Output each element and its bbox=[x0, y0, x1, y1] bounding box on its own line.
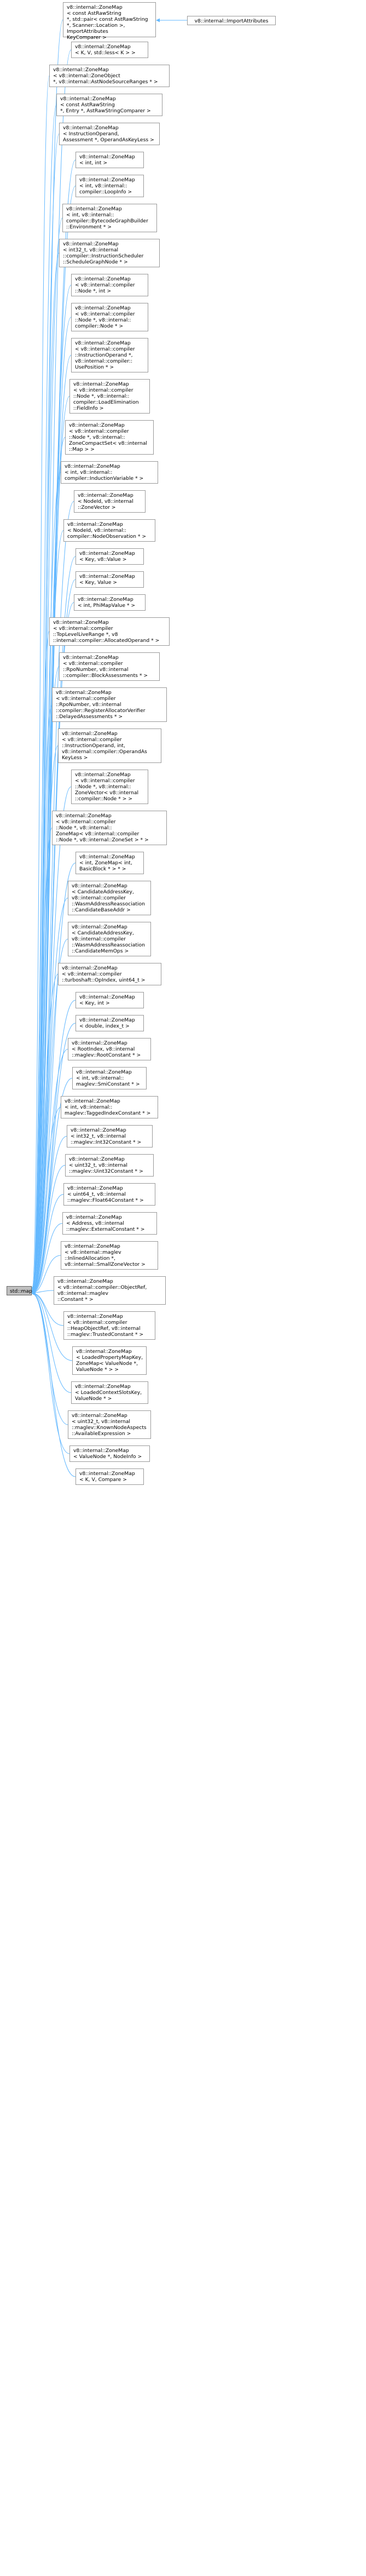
edge-zonemap-to-std-map bbox=[32, 1292, 70, 1454]
zonemap-node[interactable]: v8::internal::ZoneMap < v8::internal::co… bbox=[58, 963, 161, 985]
edge-zonemap-to-std-map bbox=[32, 1291, 72, 1393]
zonemap-node[interactable]: v8::internal::ZoneMap < Key, Value > bbox=[75, 571, 144, 588]
edge-zonemap-to-std-map bbox=[32, 1165, 66, 1294]
edge-zonemap-to-std-map bbox=[32, 704, 53, 1293]
zonemap-node[interactable]: v8::internal::ZoneMap < int, PhiMapValue… bbox=[74, 594, 146, 611]
zonemap-node[interactable]: v8::internal::ZoneMap < K, V, Compare > bbox=[75, 1468, 144, 1485]
zonemap-node[interactable]: v8::internal::ZoneMap < v8::internal::co… bbox=[69, 379, 150, 414]
edge-zonemap-to-std-map bbox=[32, 1000, 76, 1294]
zonemap-node[interactable]: v8::internal::ZoneMap < K, V, std::less<… bbox=[71, 42, 148, 58]
edge-zonemap-to-std-map bbox=[32, 974, 59, 1293]
zonemap-node[interactable]: v8::internal::ZoneMap < v8::internal::co… bbox=[71, 770, 148, 804]
zonemap-node[interactable]: v8::internal::ZoneMap < int32_t, v8::int… bbox=[67, 1125, 153, 1148]
zonemap-node[interactable]: v8::internal::ZoneMap < CandidateAddress… bbox=[68, 922, 151, 956]
zonemap-node[interactable]: v8::internal::ZoneMap < int, v8::interna… bbox=[61, 461, 158, 484]
edge-zonemap-to-std-map bbox=[32, 76, 50, 1289]
edge-zonemap-to-std-map bbox=[32, 472, 61, 1291]
zonemap-node[interactable]: v8::internal::ZoneMap < InstructionOpera… bbox=[59, 123, 160, 145]
edge-zonemap-to-std-map bbox=[32, 105, 57, 1289]
zonemap-node[interactable]: v8::internal::ZoneMap < int, ZoneMap< in… bbox=[75, 852, 144, 874]
zonemap-node[interactable]: v8::internal::ZoneMap < Key, int > bbox=[75, 992, 144, 1008]
edge-zonemap-to-std-map bbox=[32, 1291, 68, 1425]
zonemap-node[interactable]: v8::internal::ZoneMap < ValueNode *, Nod… bbox=[69, 1445, 150, 1462]
edge-zonemap-to-std-map bbox=[32, 745, 59, 1293]
edge-zonemap-to-std-map bbox=[32, 1136, 67, 1294]
import-attributes-node[interactable]: v8::internal::ImportAttributes bbox=[187, 16, 276, 25]
zonemap-node[interactable]: v8::internal::ZoneMap < int, v8::interna… bbox=[72, 1067, 147, 1089]
zonemap-node[interactable]: v8::internal::ZoneMap < v8::internal::co… bbox=[71, 274, 148, 296]
zonemap-import-attributes-node[interactable]: v8::internal::ZoneMap < const AstRawStri… bbox=[63, 2, 156, 41]
zonemap-node[interactable]: v8::internal::ZoneMap < int, int > bbox=[75, 152, 144, 168]
zonemap-node[interactable]: v8::internal::ZoneMap < double, index_t … bbox=[75, 1015, 144, 1031]
zonemap-node[interactable]: v8::internal::ZoneMap < v8::internal::co… bbox=[49, 617, 170, 646]
zonemap-node[interactable]: v8::internal::ZoneMap < v8::internal::co… bbox=[54, 1276, 166, 1305]
edge-zonemap-to-std-map bbox=[32, 1292, 76, 1477]
zonemap-node[interactable]: v8::internal::ZoneMap < int, v8::interna… bbox=[61, 1096, 158, 1118]
zonemap-node[interactable]: v8::internal::ZoneMap < v8::internal::co… bbox=[59, 652, 160, 681]
edge-zonemap-to-std-map bbox=[32, 1023, 76, 1294]
zonemap-node[interactable]: v8::internal::ZoneMap < int, v8::interna… bbox=[62, 204, 157, 232]
edge-zonemap-to-std-map bbox=[32, 828, 53, 1293]
zonemap-node[interactable]: v8::internal::ZoneMap < v8::internal::co… bbox=[65, 420, 154, 455]
zonemap-node[interactable]: v8::internal::ZoneMap < v8::internal::co… bbox=[58, 728, 161, 763]
zonemap-node[interactable]: v8::internal::ZoneMap < Key, v8::Value > bbox=[75, 548, 144, 565]
zonemap-node[interactable]: v8::internal::ZoneMap < int32_t, v8::int… bbox=[59, 239, 160, 267]
edge-zonemap-to-std-map bbox=[32, 939, 68, 1293]
zonemap-node[interactable]: v8::internal::ZoneMap < NodeId, v8::inte… bbox=[74, 490, 146, 513]
zonemap-node[interactable]: v8::internal::ZoneMap < uint64_t, v8::in… bbox=[63, 1183, 155, 1206]
zonemap-node[interactable]: v8::internal::ZoneMap < uint32_t, v8::in… bbox=[68, 1410, 151, 1439]
edge-zonemap-to-std-map bbox=[32, 898, 68, 1293]
zonemap-node[interactable]: v8::internal::ZoneMap < v8::internal::co… bbox=[71, 303, 148, 331]
edge-zonemap-to-std-map bbox=[32, 631, 50, 1292]
zonemap-node[interactable]: v8::internal::ZoneMap < v8::internal::co… bbox=[63, 1311, 155, 1340]
edge-zonemap-to-std-map bbox=[32, 1291, 73, 1361]
edge-zonemap-to-std-map bbox=[32, 1223, 63, 1295]
zonemap-node[interactable]: v8::internal::ZoneMap < int, v8::interna… bbox=[75, 175, 144, 197]
zonemap-node[interactable]: v8::internal::ZoneMap < Address, v8::int… bbox=[62, 1212, 157, 1235]
edge-zonemap-to-std-map bbox=[32, 1255, 61, 1295]
zonemap-node[interactable]: v8::internal::ZoneMap < v8::internal::co… bbox=[52, 687, 167, 722]
zonemap-node[interactable]: v8::internal::ZoneMap < v8::internal::Zo… bbox=[49, 65, 170, 87]
edge-zonemap-to-std-map bbox=[32, 501, 74, 1292]
edge-zonemap-to-std-map bbox=[32, 1194, 64, 1295]
zonemap-node[interactable]: v8::internal::ZoneMap < v8::internal::ma… bbox=[61, 1241, 158, 1270]
edge-zonemap-to-std-map bbox=[32, 1107, 61, 1294]
zonemap-node[interactable]: v8::internal::ZoneMap < const AstRawStri… bbox=[56, 94, 162, 116]
std-map-root-node[interactable]: std::map bbox=[7, 1286, 32, 1295]
zonemap-node[interactable]: v8::internal::ZoneMap < CandidateAddress… bbox=[68, 881, 151, 915]
zonemap-node[interactable]: v8::internal::ZoneMap < LoadedContextSlo… bbox=[71, 1381, 148, 1404]
zonemap-node[interactable]: v8::internal::ZoneMap < uint32_t, v8::in… bbox=[65, 1154, 154, 1177]
zonemap-node[interactable]: v8::internal::ZoneMap < NodeId, v8::inte… bbox=[63, 519, 155, 542]
zonemap-node[interactable]: v8::internal::ZoneMap < RootIndex, v8::i… bbox=[68, 1038, 151, 1060]
zonemap-node[interactable]: v8::internal::ZoneMap < v8::internal::co… bbox=[52, 811, 167, 845]
edge-zonemap-to-std-map bbox=[32, 1049, 68, 1294]
zonemap-node[interactable]: v8::internal::ZoneMap < v8::internal::co… bbox=[71, 338, 148, 372]
zonemap-node[interactable]: v8::internal::ZoneMap < LoadedPropertyMa… bbox=[72, 1346, 147, 1375]
